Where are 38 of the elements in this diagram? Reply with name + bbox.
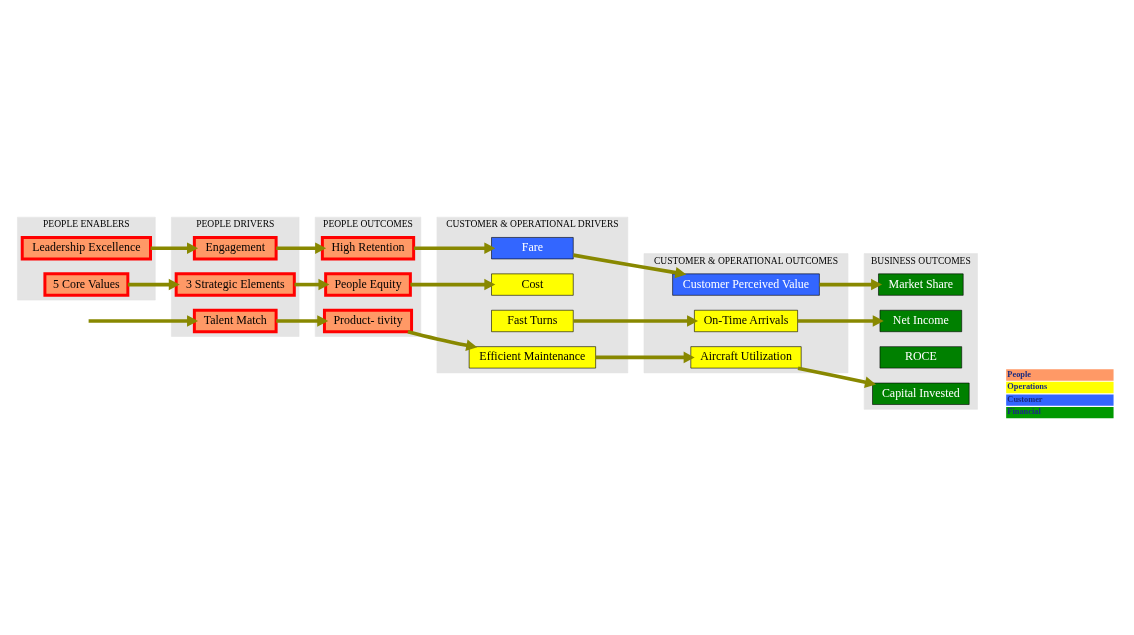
legend-label: Financial	[1007, 406, 1041, 416]
arrow	[276, 314, 329, 327]
node-box: Capital Invested	[872, 382, 970, 405]
arrow	[797, 365, 877, 388]
arrow	[276, 241, 327, 254]
node-box: 3 Strategic Elements	[174, 271, 296, 297]
arrow	[573, 252, 687, 278]
node-box: Efficient Maintenance	[468, 345, 596, 368]
arrow	[294, 278, 330, 290]
node-box: Engagement	[192, 235, 278, 260]
node-box: Fare	[491, 236, 574, 259]
arrow	[407, 329, 478, 351]
arrow	[819, 278, 883, 290]
arrow	[88, 314, 199, 327]
node-box: People Equity	[324, 271, 412, 297]
node-box: Leadership Excellence	[20, 235, 152, 260]
node-box: 5 Core Values	[43, 271, 130, 297]
legend-label: Customer	[1007, 394, 1043, 404]
arrow	[797, 314, 884, 327]
node-box: Product- tivity	[322, 308, 414, 333]
node-box: On-Time Arrivals	[694, 309, 798, 332]
node-box: High Retention	[320, 235, 416, 260]
node-box: ROCE	[879, 345, 962, 368]
arrow	[573, 314, 699, 327]
legend-label: People	[1007, 369, 1031, 379]
node-box: Cost	[491, 273, 574, 296]
node-box: Fast Turns	[491, 309, 574, 332]
node-box: Aircraft Utilization	[690, 345, 802, 368]
node-box: Net Income	[879, 309, 962, 332]
arrow	[595, 351, 695, 363]
arrow	[410, 278, 496, 290]
legend-label: Operations	[1007, 381, 1048, 391]
node-box: Talent Match	[192, 308, 278, 333]
node-box: Market Share	[878, 273, 964, 296]
arrow	[150, 241, 199, 254]
arrow	[127, 278, 180, 290]
node-box: Customer Perceived Value	[672, 273, 820, 296]
arrow	[413, 241, 496, 254]
